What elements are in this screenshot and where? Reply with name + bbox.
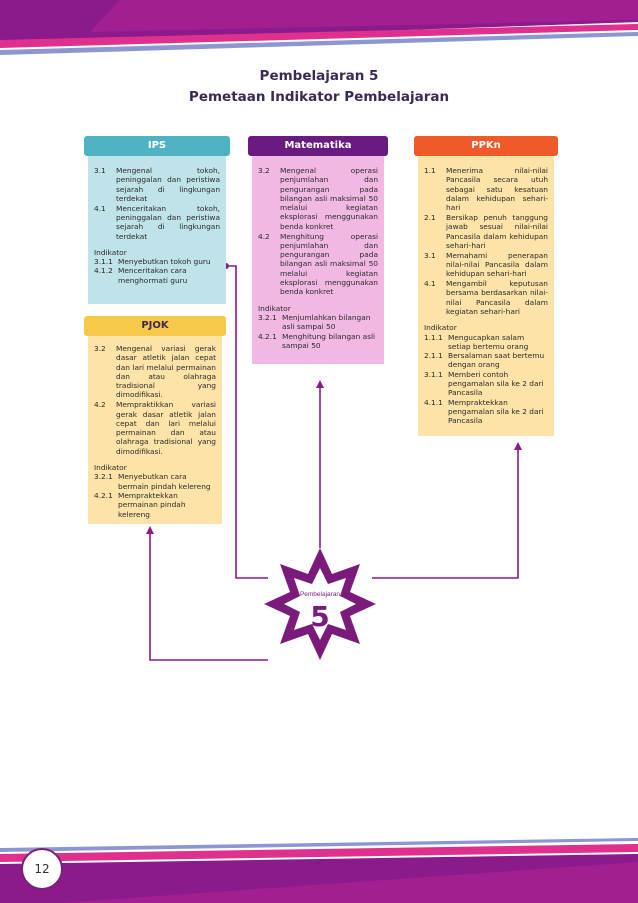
ips-indikator-label: Indikator [94, 247, 127, 257]
ppkn-tab: PPKn [414, 136, 558, 156]
center-label: Pembelajaran [300, 591, 340, 598]
pjok-tab: PJOK [84, 316, 226, 336]
pjok-indikator-label: Indikator [94, 463, 127, 473]
ips-tab: IPS [84, 136, 230, 156]
page-number: 12 [21, 848, 63, 890]
page-title: Pembelajaran 5 [259, 68, 379, 84]
footer-band [0, 838, 638, 903]
header-band [0, 0, 638, 55]
matematika-tab: Matematika [248, 136, 388, 156]
pembelajaran-star-badge: Pembelajaran 5 [264, 548, 376, 660]
page-subtitle: Pemetaan Indikator Pembelajaran [188, 89, 450, 105]
ppkn-indikator-label: Indikator [424, 323, 457, 333]
center-number: 5 [310, 600, 329, 633]
matematika-indikator-label: Indikator [258, 303, 291, 313]
